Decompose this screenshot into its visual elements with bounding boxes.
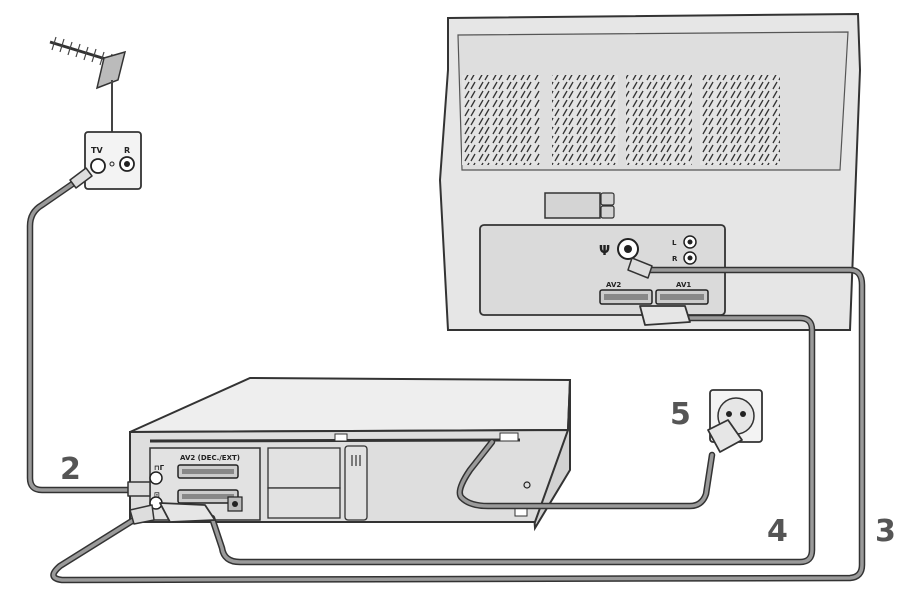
cable-antenna-vcr-to-tv xyxy=(50,257,866,584)
tv-connector-panel: Ψ L R AV2 AV1 xyxy=(479,224,726,316)
outlet-pin-left xyxy=(726,411,732,417)
vcr-antenna-in-port[interactable] xyxy=(149,471,163,485)
wall-socket-radio-label: R xyxy=(124,146,130,155)
tv-label-left: L xyxy=(672,239,677,247)
vcr-label-antenna-out: ⊡ xyxy=(154,491,160,499)
vcr-label-antenna-in: ⊓Γ xyxy=(154,464,165,472)
wall-socket-tv-label: TV xyxy=(91,146,103,155)
tv-av2-label: AV2 xyxy=(606,281,621,289)
tv-label-right: R xyxy=(672,255,678,263)
antenna-wall-socket: TV R xyxy=(84,131,142,190)
callout-step-3: 3 xyxy=(875,514,896,549)
tv-vent-grille xyxy=(462,75,780,165)
callout-step-2: 2 xyxy=(60,452,81,487)
outlet-pin-right xyxy=(740,411,746,417)
tv-rear: Ψ L R AV2 AV1 xyxy=(438,12,862,331)
cable-mains-power xyxy=(456,419,743,510)
callout-step-5: 5 xyxy=(670,397,691,432)
roof-antenna xyxy=(49,36,127,132)
wall-socket-tv-port[interactable] xyxy=(90,158,106,174)
tv-av1-label: AV1 xyxy=(676,281,691,289)
callout-step-4: 4 xyxy=(767,514,788,549)
antenna-icon: Ψ xyxy=(599,244,610,259)
cables xyxy=(26,167,866,584)
vcr-scart-label: AV2 (DEC./EXT) xyxy=(180,454,240,462)
cable-antenna-wall-to-vcr xyxy=(26,167,151,497)
cable-scart-vcr-to-tv xyxy=(159,305,816,566)
